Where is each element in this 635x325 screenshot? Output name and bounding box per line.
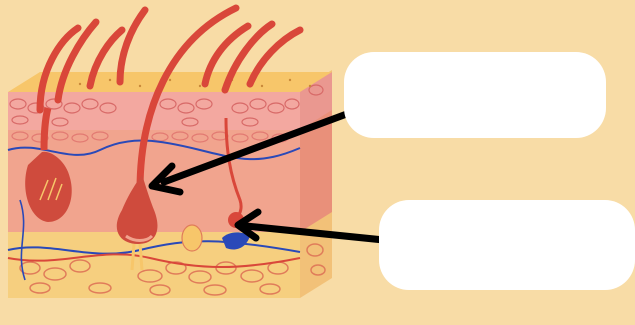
label-box-hair-follicle[interactable] [344, 52, 606, 138]
hair-root-left [44, 108, 48, 150]
label-box-sweat-gland[interactable] [379, 200, 635, 290]
nerve-ending [182, 225, 202, 251]
